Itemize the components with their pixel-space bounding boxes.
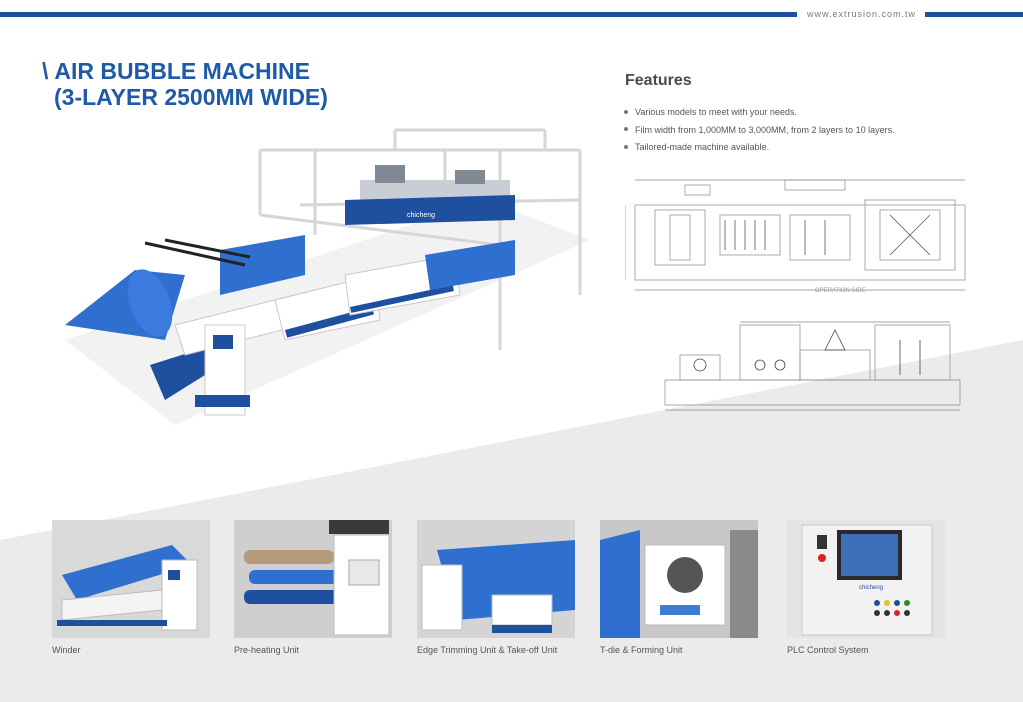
caption-pre-heating-unit: Pre-heating Unit — [234, 645, 300, 655]
caption-plc-control-system: PLC Control System — [787, 645, 869, 655]
caption-winder: Winder — [52, 645, 81, 655]
title-slash: \ — [42, 58, 49, 84]
plc-control-system-photo: chicheng — [787, 520, 945, 638]
plc-brand-label: chicheng — [859, 585, 883, 591]
side-view-drawing — [664, 321, 961, 411]
feature-item: Tailored-made machine available. — [624, 139, 895, 157]
caption-edge-trimming-unit: Edge Trimming Unit & Take-off Unit — [417, 645, 558, 655]
page-title: \AIR BUBBLE MACHINE (3-LAYER 2500MM WIDE… — [42, 58, 328, 110]
title-line-1: AIR BUBBLE MACHINE — [54, 58, 310, 84]
bullet-icon — [624, 109, 628, 114]
winder-photo — [52, 520, 210, 638]
title-line-2: (3-LAYER 2500MM WIDE) — [54, 84, 328, 110]
feature-item: Film width from 1,000MM to 3,000MM, from… — [624, 122, 895, 140]
bullet-icon — [624, 144, 628, 149]
features-list: Various models to meet with your needs. … — [624, 104, 895, 157]
features-heading: Features — [625, 72, 692, 89]
pre-heating-unit-photo — [234, 520, 392, 638]
t-die-forming-unit-photo — [600, 520, 758, 638]
header-bar — [0, 12, 797, 17]
caption-t-die-forming-unit: T-die & Forming Unit — [600, 645, 683, 655]
bullet-icon — [624, 127, 628, 132]
top-view-drawing: OPERATION SIDE — [625, 179, 966, 294]
operation-side-label: OPERATION SIDE — [815, 288, 866, 294]
edge-trimming-unit-photo — [417, 520, 575, 638]
machine-brand-label: chicheng — [407, 212, 435, 219]
website-url[interactable]: www.extrusion.com.tw — [807, 9, 917, 19]
header-bar-right — [925, 12, 1023, 17]
feature-item: Various models to meet with your needs. — [624, 104, 895, 122]
air-bubble-machine-image: chicheng — [65, 128, 590, 425]
